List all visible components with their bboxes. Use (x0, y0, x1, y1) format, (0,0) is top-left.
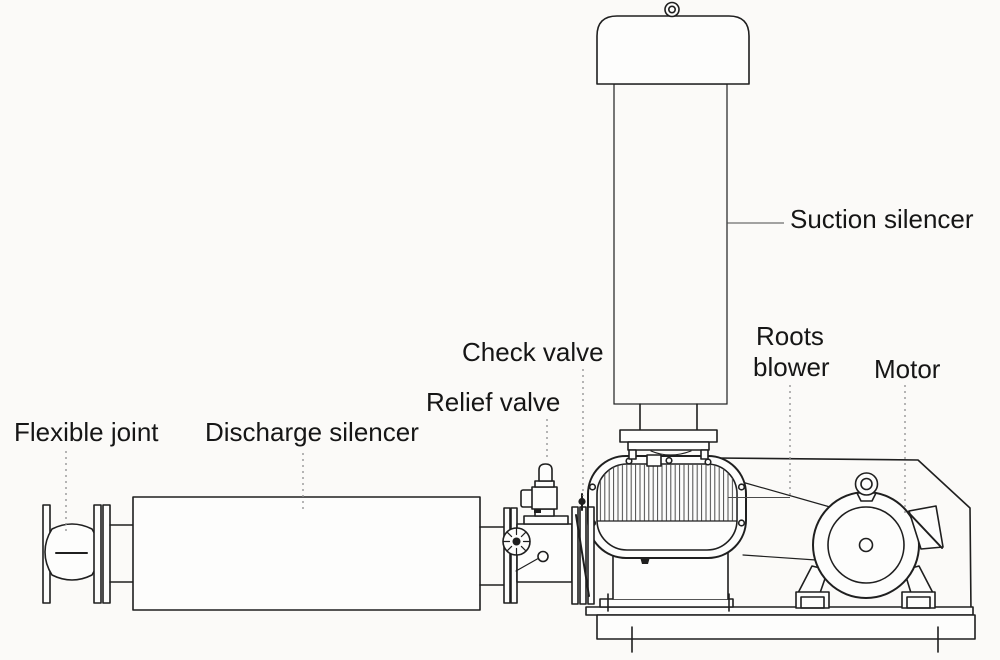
label-roots-blower-line1: Roots (756, 321, 824, 351)
flange-bar (587, 506, 595, 605)
labels: Flexible joint Discharge silencer Relief… (14, 204, 974, 447)
relief-valve-cap (538, 463, 553, 482)
label-relief-valve: Relief valve (426, 387, 560, 417)
belt-top-line (741, 481, 831, 508)
flange-bar (503, 507, 511, 604)
baseplate (585, 606, 976, 653)
label-roots-blower-line2: blower (753, 352, 830, 382)
relief-valve (520, 463, 558, 510)
label-motor: Motor (874, 354, 941, 384)
belt-bottom-line (742, 554, 817, 561)
check-valve (571, 493, 595, 605)
blower-drain-plug (640, 557, 650, 564)
suction-silencer-shell (613, 83, 728, 405)
base-plate (596, 614, 976, 640)
flange-bar (571, 506, 579, 605)
belt-tension-pointer (907, 505, 944, 550)
gauge-cock-lever (515, 557, 540, 572)
roots-blower (587, 454, 747, 612)
flexible-joint (42, 504, 134, 604)
motor-end-bell (827, 506, 905, 584)
discharge-silencer-shell (132, 496, 481, 611)
blower-top-lug (646, 454, 662, 467)
label-flexible-joint: Flexible joint (14, 417, 159, 447)
motor (795, 472, 944, 609)
discharge-pipe-assembly (502, 463, 573, 604)
label-suction-silencer: Suction silencer (790, 204, 974, 234)
motor-shaft (858, 537, 874, 553)
relief-valve-body (531, 486, 558, 510)
flange-bar (102, 504, 111, 604)
check-valve-flap (575, 514, 590, 597)
blower-fins-hatch (597, 464, 737, 521)
suction-flange-upper (619, 429, 718, 443)
label-discharge-silencer: Discharge silencer (205, 417, 419, 447)
blower-foot-plate (599, 598, 734, 608)
suction-silencer-cap (596, 15, 750, 85)
pressure-gauge (502, 527, 549, 572)
check-valve-knob (578, 497, 586, 506)
flange-bar (93, 504, 102, 604)
gauge-cock-knob (537, 550, 549, 563)
suction-flange-lower (627, 441, 710, 451)
leader-lines (65, 222, 906, 534)
suction-silencer (596, 1, 750, 460)
belt-guard (715, 457, 972, 614)
label-check-valve: Check valve (462, 337, 604, 367)
cover-bolts (588, 456, 746, 527)
discharge-silencer (132, 496, 505, 611)
